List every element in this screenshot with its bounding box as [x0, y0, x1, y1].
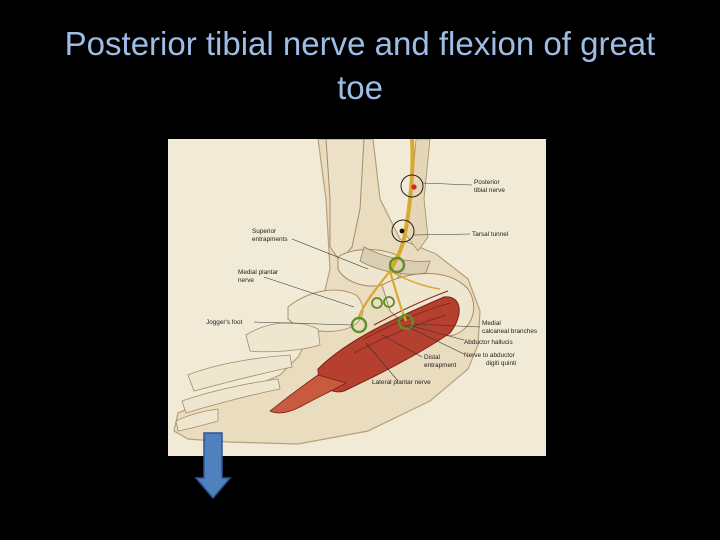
- metatarsal-bone-1: [187, 354, 293, 392]
- great-toe-phalanx: [175, 408, 219, 432]
- cuneiform-bone: [245, 322, 321, 353]
- marker-circle-tarsal: [391, 219, 415, 243]
- label-leader-lines: [253, 182, 481, 382]
- label-medial-plantar-nerve-1: Medial plantar: [238, 269, 279, 276]
- label-distal-entrapment-1: Distal: [424, 354, 440, 361]
- marker-green-ring-1: [388, 256, 406, 274]
- label-superior-entrapments-2: entrapments: [252, 236, 288, 243]
- marker-black-dot: [399, 228, 405, 234]
- label-medial-plantar-nerve-2: nerve: [238, 277, 254, 284]
- label-medial-calcaneal-branches-2: calcaneal branches: [482, 328, 537, 335]
- label-tarsal-tunnel: Tarsal tunnel: [472, 231, 508, 238]
- posterior-tibial-nerve: [388, 139, 415, 272]
- label-lateral-plantar-nerve: Lateral plantar nerve: [372, 379, 431, 386]
- label-posterior-tibial-nerve-1: Posterior: [474, 179, 500, 186]
- label-nerve-to-abductor-1: Nerve to abductor: [464, 352, 516, 359]
- lateral-plantar-nerve: [388, 270, 408, 322]
- label-medial-calcaneal-branches-1: Medial: [482, 320, 501, 327]
- label-posterior-tibial-nerve-2: tibial nerve: [474, 187, 505, 194]
- marker-green-ring-3: [383, 296, 395, 308]
- marker-green-ring-2: [371, 297, 383, 309]
- metatarsal-bone-2: [181, 378, 281, 414]
- abductor-hallucis-muscle: [317, 296, 460, 393]
- muscle-fiber-line-3: [353, 314, 447, 354]
- label-joggers-foot: Jogger's foot: [206, 319, 243, 326]
- medial-plantar-nerve: [356, 270, 391, 320]
- slide-title: Posterior tibial nerve and flexion of gr…: [64, 25, 656, 106]
- label-abductor-hallucis: Abductor hallucis: [464, 339, 513, 346]
- marker-red-dot: [411, 184, 417, 190]
- marker-circle-top: [400, 174, 424, 198]
- marker-green-ring-5: [397, 313, 415, 331]
- down-arrow-icon: [194, 432, 232, 500]
- label-distal-entrapment-2: entrapment: [424, 362, 457, 369]
- medial-calcaneal-nerve: [389, 270, 441, 290]
- label-nerve-to-abductor-2: digiti quinti: [486, 360, 516, 367]
- label-superior-entrapments-1: Superior: [252, 228, 277, 235]
- muscle-fiber-line-2: [363, 302, 451, 340]
- foot-anatomy-illustration: Posterior tibial nerve Tarsal tunnel Sup…: [168, 139, 546, 456]
- muscle-fiber-line-1: [373, 290, 449, 326]
- foot-anatomy-figure: Posterior tibial nerve Tarsal tunnel Sup…: [168, 139, 546, 456]
- flexor-muscle-distal: [269, 374, 347, 414]
